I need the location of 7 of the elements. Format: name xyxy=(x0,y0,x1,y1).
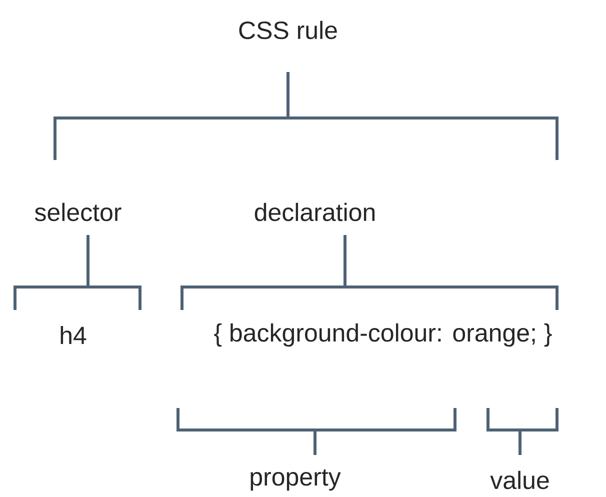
term-label: property xyxy=(250,469,341,491)
term-label: CSS rule xyxy=(239,20,337,40)
term-label: value xyxy=(490,470,549,490)
code-text: h4 xyxy=(60,326,86,344)
term-label: declaration xyxy=(254,202,374,222)
code-text: { background-colour: orange; } xyxy=(214,323,552,347)
term-label: selector xyxy=(34,202,122,222)
